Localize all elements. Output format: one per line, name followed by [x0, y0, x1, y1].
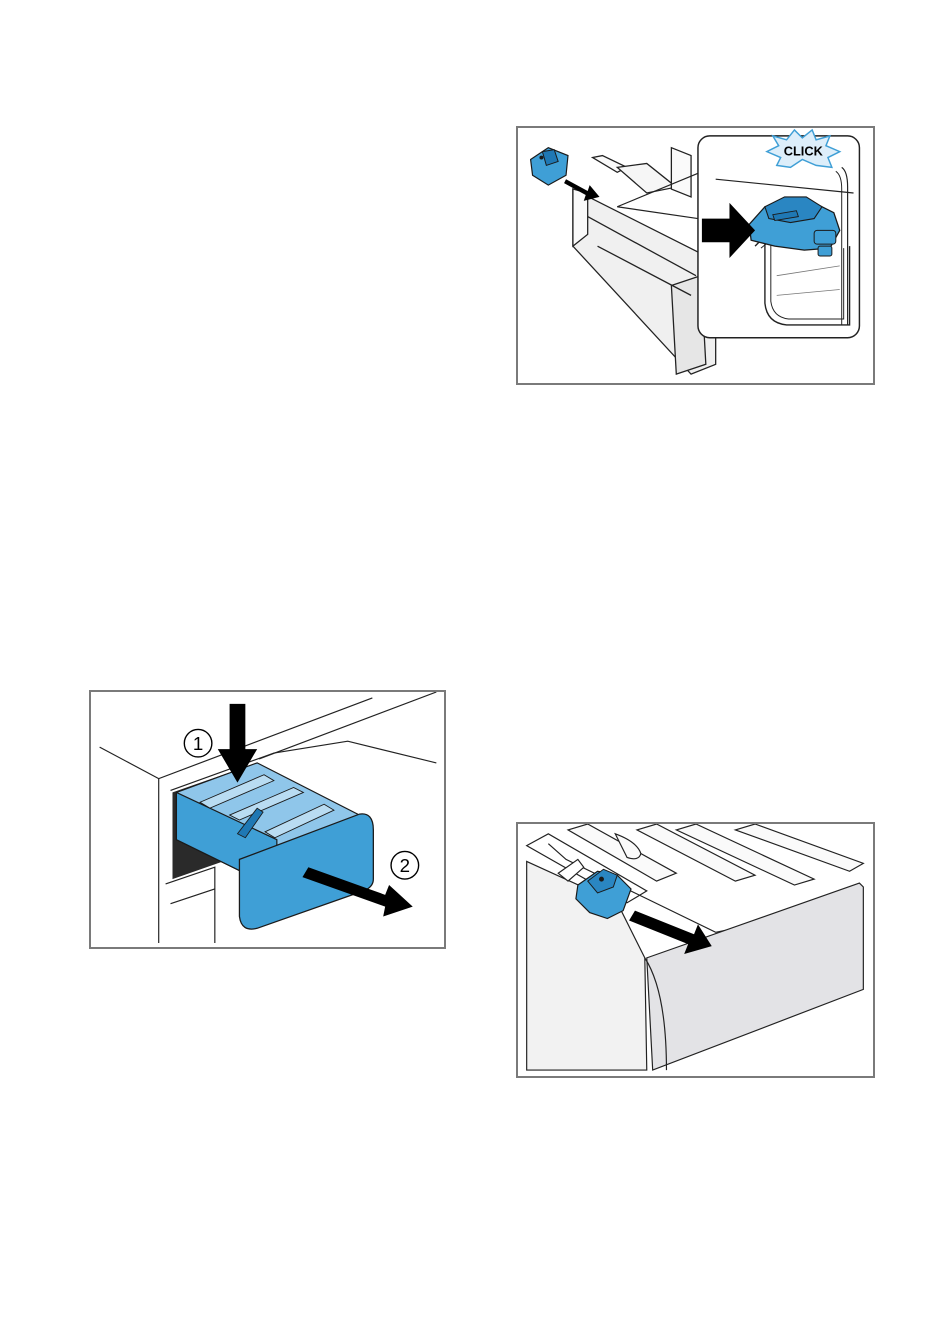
- step-2-marker: 2: [391, 851, 419, 879]
- step-1-label: 1: [193, 733, 203, 754]
- insert-removal-illustration: [516, 822, 875, 1078]
- lift-out-arrow: [629, 911, 712, 954]
- insert-click-drawing: CLICK: [518, 128, 873, 383]
- insert-removal-drawing: [518, 824, 873, 1076]
- siphon-insert-small: [531, 148, 568, 185]
- step-1-marker: 1: [184, 729, 212, 757]
- drawer-removal-illustration: 1 2: [89, 690, 446, 949]
- step-2-label: 2: [400, 855, 410, 876]
- insert-click-illustration: CLICK: [516, 126, 875, 385]
- drawer-removal-drawing: 1 2: [91, 692, 444, 947]
- click-label: CLICK: [784, 144, 824, 159]
- detergent-drawer: [573, 148, 716, 374]
